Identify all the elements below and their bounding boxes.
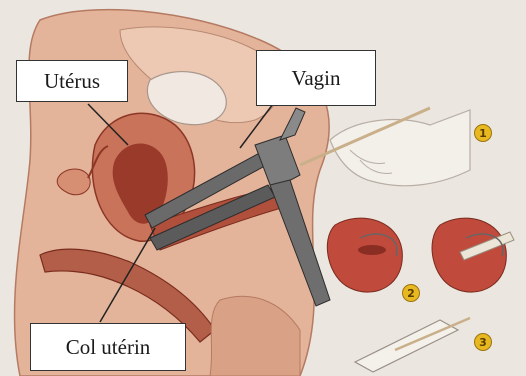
cervix-inset-left-shape: [327, 218, 402, 292]
label-vagina: Vagin: [256, 50, 376, 106]
label-cervix: Col utérin: [30, 323, 186, 371]
label-uterus: Utérus: [16, 60, 128, 102]
cervix-inset-left: [327, 218, 402, 292]
slide-inset: [355, 318, 470, 372]
step-badge-3: 3: [474, 333, 492, 351]
cervix-inset-left-os: [358, 245, 386, 255]
step-badge-1: 1: [474, 124, 492, 142]
spatula-stick: [395, 318, 470, 350]
cervix-inset-right: [432, 218, 514, 292]
step-badge-2: 2: [402, 284, 420, 302]
